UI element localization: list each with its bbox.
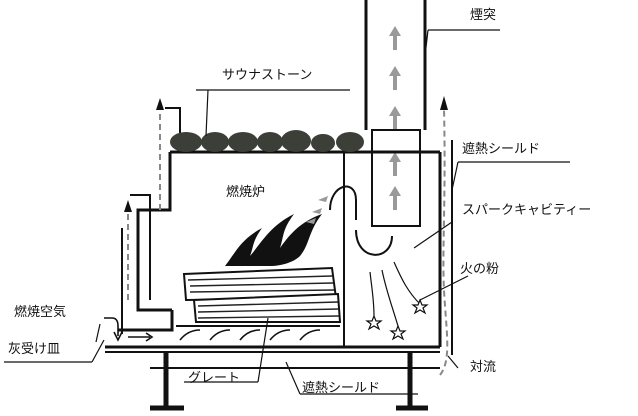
smoke-particles bbox=[306, 196, 328, 224]
leader-lines bbox=[4, 29, 570, 395]
sauna-stones-label: サウナストーン bbox=[222, 68, 313, 83]
curved-arrow-icon bbox=[179, 329, 321, 341]
sparks-label: 火の粉 bbox=[460, 262, 500, 277]
grate bbox=[176, 325, 340, 341]
convection-label: 対流 bbox=[470, 360, 497, 375]
chimney-label: 煙突 bbox=[470, 8, 497, 23]
heat-shield-right-label: 遮熱シールド bbox=[462, 142, 541, 157]
up-arrow-icon bbox=[124, 200, 132, 212]
chimney bbox=[364, 0, 427, 130]
chimney-up-arrow-icon bbox=[389, 26, 401, 130]
firebox-label: 燃焼炉 bbox=[226, 185, 266, 200]
stove-legs bbox=[150, 352, 428, 411]
smoke-flow-hooks bbox=[329, 185, 393, 256]
ash-tray-label: 灰受け皿 bbox=[8, 342, 61, 357]
heat-shield-bottom-label: 遮熱シールド bbox=[302, 381, 381, 396]
wood-logs bbox=[182, 266, 342, 323]
combustion-air-label: 燃焼空気 bbox=[14, 305, 67, 320]
spark-cavity-box bbox=[371, 129, 421, 227]
grate-label: グレート bbox=[188, 371, 241, 386]
spark-star-icon bbox=[365, 298, 429, 341]
right-convection-arrow bbox=[439, 107, 449, 376]
spark-cavity-label: スパークキャビティー bbox=[462, 203, 592, 218]
sauna-stones bbox=[170, 130, 364, 152]
spark-trails bbox=[369, 261, 421, 327]
air-inlet-arrows bbox=[104, 317, 154, 342]
flame-icon bbox=[225, 214, 322, 266]
left-convection-arrows bbox=[127, 110, 161, 300]
up-arrow-icon bbox=[440, 96, 448, 110]
up-arrow-icon bbox=[156, 98, 164, 110]
